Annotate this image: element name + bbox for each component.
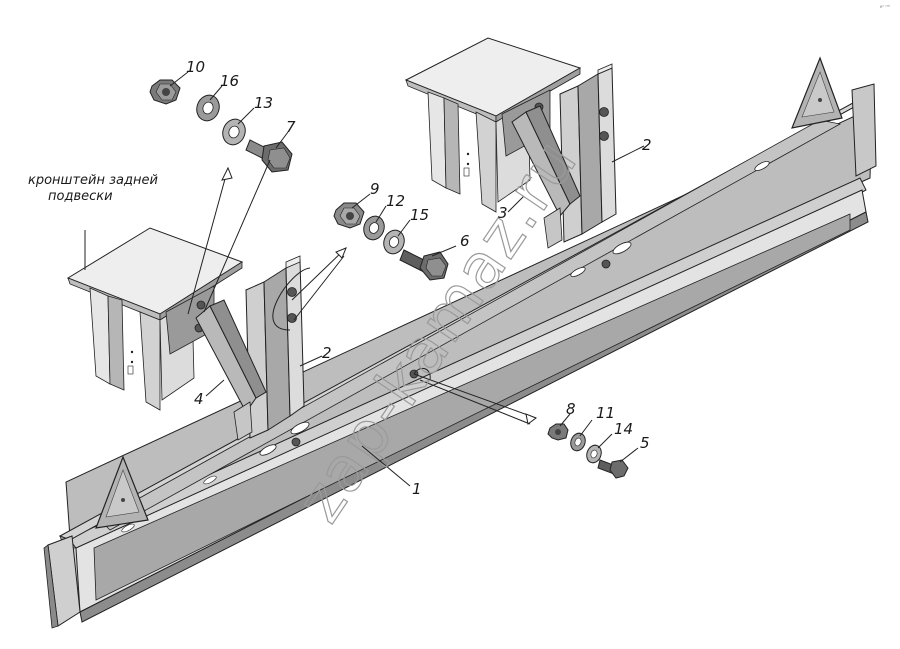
- assembly-arrows: [187, 159, 538, 425]
- corner-mark: к⁰ ⁰⁰⁰: [880, 4, 890, 9]
- reflector-left: [95, 455, 149, 529]
- part-label-6: 6: [460, 232, 470, 250]
- part-label-1: 1: [412, 480, 422, 498]
- nut-10: [149, 79, 181, 105]
- caption: кронштейн задней подвески: [28, 173, 158, 204]
- part-label-14: 14: [614, 420, 633, 438]
- rear-suspension-bracket-left: [66, 227, 244, 411]
- part-label-9: 9: [370, 180, 380, 198]
- channel-post-left: [245, 255, 305, 439]
- washer-15: [383, 229, 405, 255]
- bolt-6: [399, 249, 449, 281]
- caption-line-1: кронштейн задней: [28, 173, 158, 188]
- part-labels: 10 16 13 7 9 12 15 6 2 2 3 4 8 11 14 5 1: [186, 58, 652, 498]
- nut-9: [333, 202, 365, 229]
- part-label-15: 15: [410, 206, 429, 224]
- part-label-2-right: 2: [642, 136, 652, 154]
- part-label-5: 5: [640, 434, 650, 452]
- part-label-16: 16: [220, 72, 239, 90]
- channel-post-right: [559, 63, 617, 243]
- bolt-7: [245, 139, 293, 173]
- strut-left: [195, 299, 267, 441]
- part-label-10: 10: [186, 58, 205, 76]
- part-label-8: 8: [566, 400, 576, 418]
- washer-11: [570, 432, 586, 452]
- part-label-13: 13: [254, 94, 273, 112]
- caption-line-2: подвески: [48, 189, 113, 204]
- nut-8: [547, 423, 569, 441]
- washer-14: [586, 444, 602, 464]
- part-label-11: 11: [596, 404, 615, 422]
- part-label-3: 3: [498, 204, 508, 222]
- bolt-5: [597, 459, 629, 479]
- reflector-right: [791, 56, 843, 129]
- part-leaders: [84, 71, 645, 487]
- part-label-12: 12: [386, 192, 405, 210]
- rear-bumper-beam: [43, 83, 877, 629]
- strut-right: [511, 105, 581, 249]
- washer-12: [363, 215, 385, 241]
- washer-13: [222, 118, 246, 146]
- washer-16: [196, 94, 220, 122]
- part-label-4: 4: [194, 390, 204, 408]
- part-label-7: 7: [286, 118, 296, 136]
- part-label-2-left: 2: [322, 344, 332, 362]
